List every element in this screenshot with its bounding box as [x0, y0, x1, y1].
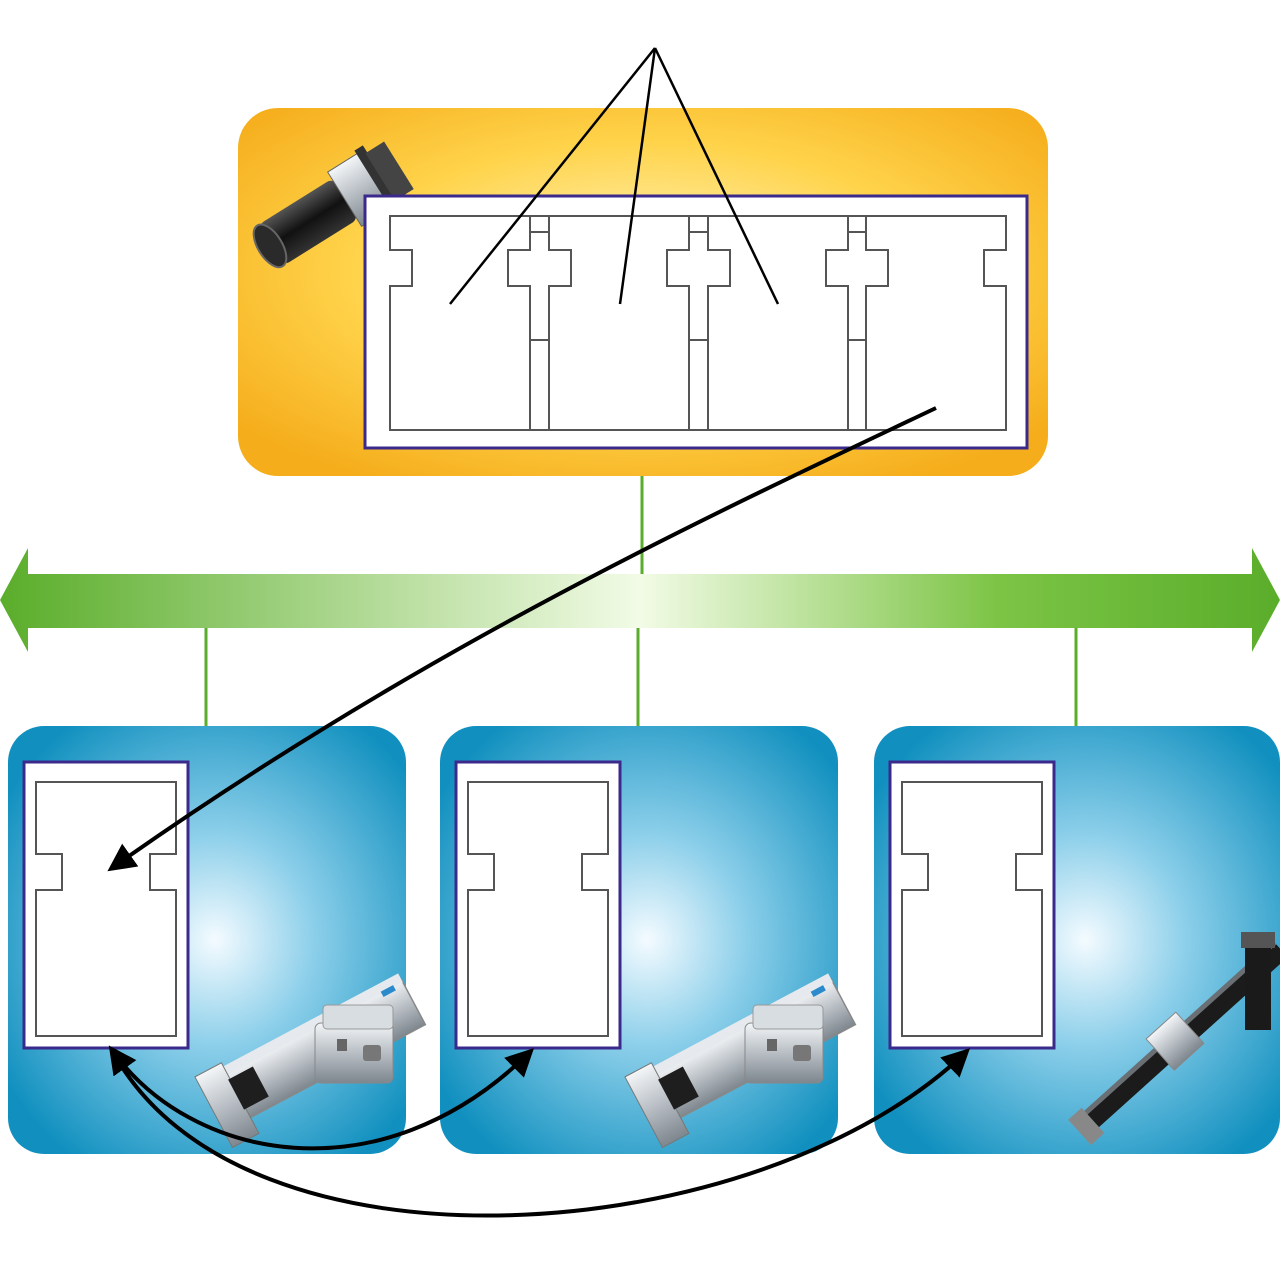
fieldbus — [0, 548, 1280, 652]
toothed-belt-axis-icon — [1068, 932, 1280, 1146]
controller-slot-4 — [865, 215, 1007, 431]
controller-slots — [389, 215, 1007, 431]
device-module-2 — [454, 760, 622, 1050]
arrow-device-1-to-device-3 — [110, 1048, 971, 1218]
device-modules — [22, 760, 1056, 1050]
slot-fanout-lines — [449, 47, 780, 305]
controller-slot-3 — [707, 215, 849, 431]
controller-slot-2 — [548, 215, 690, 431]
controller-module — [363, 47, 1029, 450]
device-module-1 — [22, 760, 190, 1050]
linear-axis-with-motor-icon — [624, 973, 857, 1149]
device-module-3 — [888, 760, 1056, 1050]
arrow-device-1-to-device-2 — [108, 1045, 534, 1151]
bus-drop-lines — [204, 476, 1078, 728]
arrow-controller-to-device-1 — [107, 406, 937, 872]
controller-slot-1 — [389, 215, 531, 431]
communication-arrows — [107, 406, 971, 1218]
